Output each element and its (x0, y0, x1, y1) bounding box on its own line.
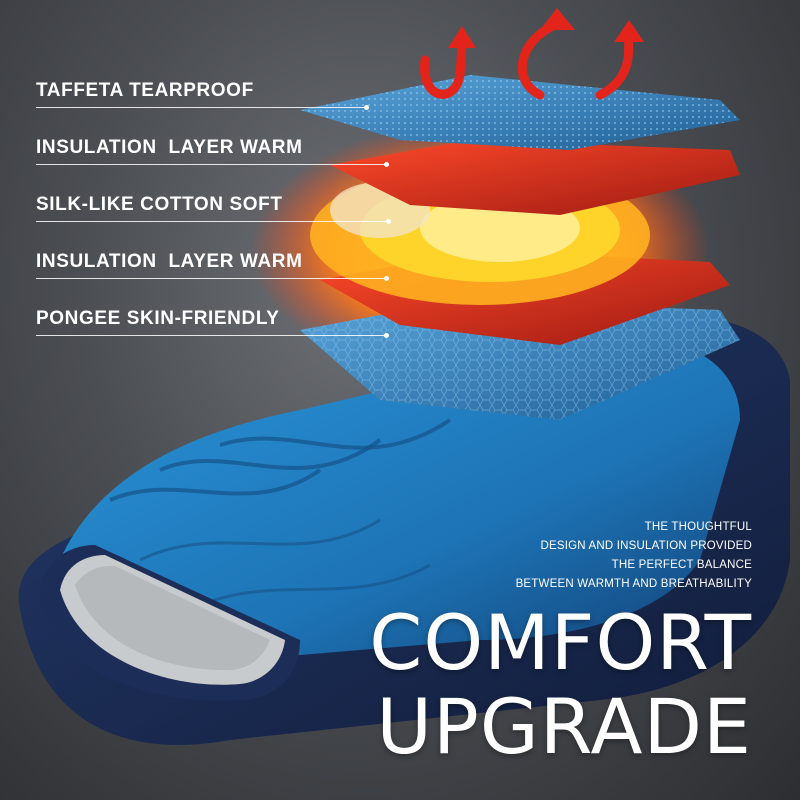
leader-line (36, 278, 386, 279)
leader-dot (386, 219, 391, 224)
leader-dot (384, 276, 389, 281)
layer-label-pongee: PONGEE SKIN-FRIENDLY (36, 308, 280, 329)
leader-dot (384, 333, 389, 338)
leader-line (36, 221, 388, 222)
sleeping-bag (18, 316, 791, 745)
description-line: THE PERFECT BALANCE (611, 559, 752, 571)
description-line: THE THOUGHTFUL (644, 521, 752, 533)
heat-arrow-icon (420, 20, 634, 100)
layer-label-taffeta: TAFFETA TEARPROOF (36, 80, 254, 101)
insulation-layer-upper (330, 140, 740, 215)
headline-comfort: COMFORT (369, 598, 752, 687)
layer-label-insulation-lower: INSULATION LAYER WARM (36, 251, 303, 272)
leader-dot (384, 162, 389, 167)
leader-line (36, 335, 386, 336)
leader-dot (364, 105, 369, 110)
description-line: DESIGN AND INSULATION PROVIDED (540, 540, 752, 552)
description-line: BETWEEN WARMTH AND BREATHABILITY (515, 578, 752, 590)
product-description: THE THOUGHTFUL DESIGN AND INSULATION PRO… (516, 518, 752, 594)
leader-line (36, 164, 386, 165)
leader-line (36, 107, 366, 108)
layer-label-insulation-upper: INSULATION LAYER WARM (36, 137, 303, 158)
layer-label-cotton: SILK-LIKE COTTON SOFT (36, 194, 283, 215)
headline-upgrade: UPGRADE (376, 682, 752, 771)
